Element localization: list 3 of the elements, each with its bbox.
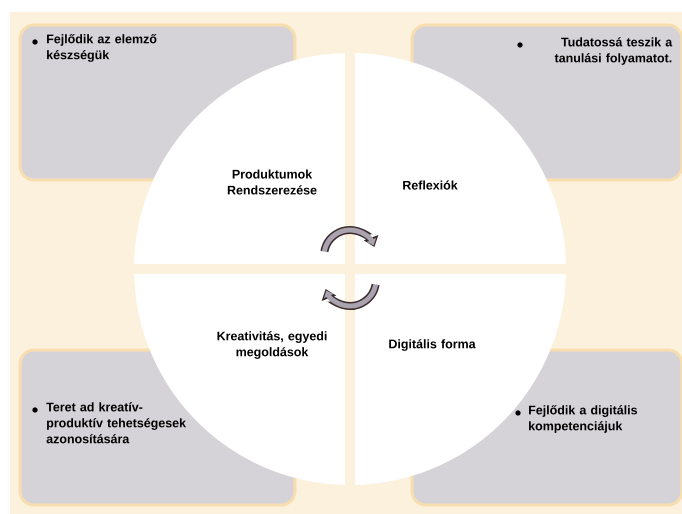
curved-arrow [322, 284, 380, 310]
quadrant-sector: Produktumok Rendszerezése [134, 53, 345, 264]
curved-arrow [320, 226, 378, 252]
